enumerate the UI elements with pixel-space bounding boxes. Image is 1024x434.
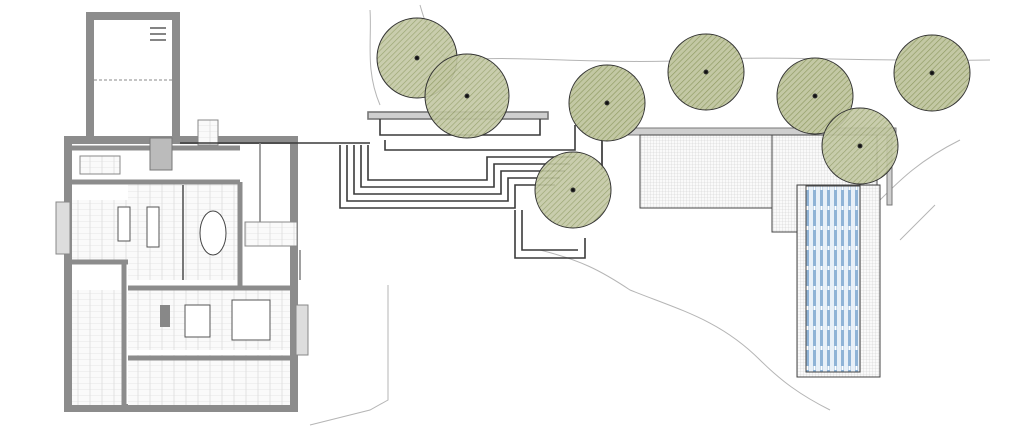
trees bbox=[376, 17, 971, 229]
tree bbox=[821, 107, 899, 185]
tree bbox=[568, 64, 646, 142]
swimming-pool bbox=[805, 185, 861, 373]
tree bbox=[424, 53, 510, 139]
tree bbox=[776, 57, 854, 135]
terrain-contours bbox=[309, 4, 991, 426]
house-plan bbox=[55, 12, 309, 412]
tree bbox=[667, 33, 745, 111]
tree bbox=[534, 151, 612, 229]
tree bbox=[893, 34, 971, 112]
